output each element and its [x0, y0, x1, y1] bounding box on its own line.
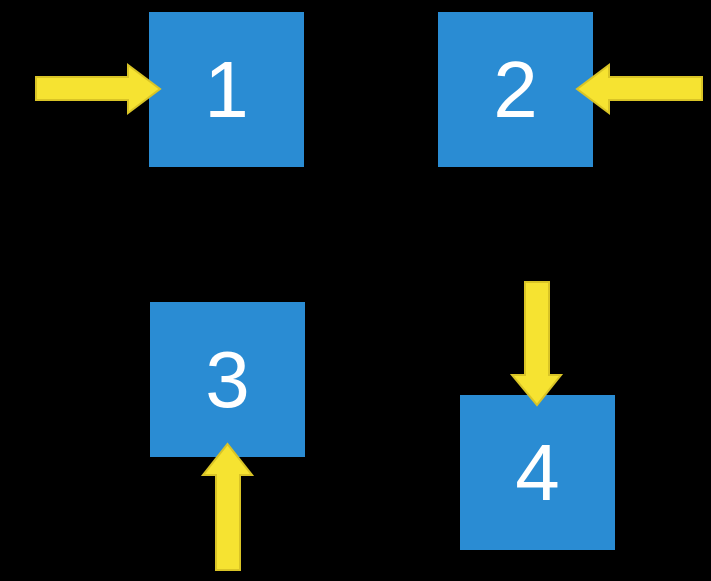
box-2-label: 2	[493, 44, 538, 134]
arrow-right-shape	[35, 63, 162, 115]
box-4[interactable]: 4	[460, 395, 615, 550]
box-3-label: 3	[205, 334, 250, 424]
arrow-left-shape	[575, 63, 703, 115]
box-4-label: 4	[515, 427, 560, 517]
arrow-right-icon	[35, 63, 162, 115]
box-3[interactable]: 3	[150, 302, 305, 457]
arrow-down-shape	[510, 281, 563, 407]
arrow-up-shape	[201, 442, 254, 571]
arrow-left-icon	[575, 63, 703, 115]
box-1-label: 1	[204, 44, 249, 134]
arrow-down-icon	[510, 281, 563, 407]
arrow-up-icon	[201, 442, 254, 571]
box-1[interactable]: 1	[149, 12, 304, 167]
box-2[interactable]: 2	[438, 12, 593, 167]
